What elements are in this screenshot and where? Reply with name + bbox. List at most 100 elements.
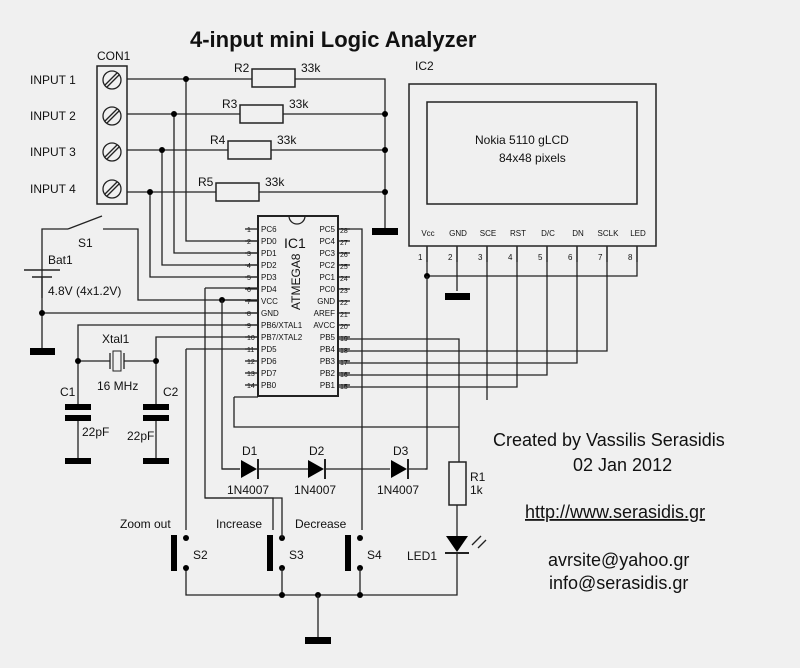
ic1-pin-number: 11 [247,347,254,354]
input-3-label: INPUT 3 [30,145,76,159]
ic1-pin-number: 23 [340,288,348,295]
ic1-pin-name: PD7 [261,369,277,378]
ic1-pin-number: 27 [340,240,348,247]
ic2-pin-number: 3 [478,253,483,262]
ground-symbol-icon [372,228,398,235]
lcd-line-2: 84x48 pixels [499,151,566,165]
ic1-pin-name: PB0 [261,381,277,390]
r4-ref: R4 [210,133,226,147]
r2-value: 33k [301,61,321,75]
ic1-pin-name: PC0 [319,285,335,294]
ic1-pin-name: PC2 [319,261,335,270]
xtal1-ref: Xtal1 [102,332,130,346]
led-icon [445,535,487,554]
button-s4[interactable] [345,535,363,571]
d2-value: 1N4007 [294,483,336,497]
ic1-pin-number: 22 [340,300,348,307]
schematic-title: 4-input mini Logic Analyzer [190,27,477,52]
input-4-label: INPUT 4 [30,182,76,196]
ground-symbol-icon [30,348,55,355]
screw-terminal-icon [102,142,122,162]
r5-ref: R5 [198,175,214,189]
ic1-pin-number: 9 [247,323,251,330]
ic1-pin-name: PB2 [320,369,336,378]
ic1-right-pins: 28PC527PC426PC325PC224PC123PC022GND21ARE… [313,225,350,391]
ic2-pin-name: SCLK [598,229,620,238]
ic2-pin-number: 5 [538,253,543,262]
s4-label: Decrease [295,517,347,531]
capacitor-c1-icon [65,404,91,464]
con1-screw-terminals [102,70,122,199]
ic1-pin-number: 8 [247,311,251,318]
input-2-label: INPUT 2 [30,109,76,123]
button-s2[interactable] [171,535,189,571]
r2-ref: R2 [234,61,250,75]
ic1-pin-number: 1 [247,227,251,234]
d1-value: 1N4007 [227,483,269,497]
con1-ref: CON1 [97,49,131,63]
ic1-pin-number: 3 [247,251,251,258]
s3-label: Increase [216,517,262,531]
ic1-pin-name: PB6/XTAL1 [261,321,303,330]
d3-ref: D3 [393,444,409,458]
ic2-ref: IC2 [415,59,434,73]
r3-ref: R3 [222,97,238,111]
s2-label: Zoom out [120,517,171,531]
ic1-pin-name: PD4 [261,285,277,294]
ic1-pin-name: PC1 [319,273,335,282]
ic1-pin-name: AVCC [313,321,335,330]
ic2-pin-name: D/C [541,229,555,238]
ic1-pin-name: PD5 [261,345,277,354]
con1-body [96,65,128,205]
xtal1-value: 16 MHz [97,379,138,393]
ic2-nokia-lcd: Nokia 5110 gLCD 84x48 pixels Vcc1GND2SCE… [408,83,657,262]
credit-email-2[interactable]: info@serasidis.gr [549,573,688,593]
credit-author: Created by Vassilis Serasidis [493,430,725,450]
resistor-r2 [251,68,296,88]
ic2-pin-name: LED [630,229,646,238]
s3-ref: S3 [289,548,304,562]
ic2-pin-name: SCE [480,229,496,238]
ic1-pin-name: PC6 [261,225,277,234]
ic1-pin-name: PB1 [320,381,336,390]
ic1-ref: IC1 [284,235,306,251]
s4-ref: S4 [367,548,382,562]
s2-ref: S2 [193,548,208,562]
button-s3[interactable] [267,535,285,571]
ic1-pin-name: GND [261,309,279,318]
screw-terminal-icon [102,70,122,90]
ic1-pin-name: PB3 [320,357,336,366]
ic1-pin-number: 6 [247,287,251,294]
ground-symbol-icon [445,293,470,300]
credit-email-1[interactable]: avrsite@yahoo.gr [548,550,689,570]
ic2-pin-number: 7 [598,253,603,262]
ic2-pin-number: 6 [568,253,573,262]
resistor-r1 [448,461,467,506]
credit-url-link[interactable]: http://www.serasidis.gr [525,502,705,522]
ic1-pin-number: 25 [340,264,348,271]
credit-date: 02 Jan 2012 [573,455,672,475]
ic2-pin-number: 1 [418,253,423,262]
s1-ref: S1 [78,236,93,250]
ic1-pin-name: PC4 [319,237,335,246]
d1-ref: D1 [242,444,258,458]
resistor-r3 [239,104,284,124]
ic1-pin-number: 4 [247,263,251,270]
input-wires [127,78,386,278]
bat1-ref: Bat1 [48,253,73,267]
diode-d3-icon [391,459,409,479]
resistor-r4 [227,140,272,160]
d2-ref: D2 [309,444,325,458]
ic1-pin-number: 21 [340,312,348,319]
ground-symbol-icon [305,637,331,644]
ic1-pin-name: PD1 [261,249,277,258]
ic1-pin-number: 24 [340,276,348,283]
ic1-pin-name: VCC [261,297,278,306]
ic1-part: ATMEGA8 [289,253,303,310]
ic1-pin-name: GND [317,297,335,306]
r1-ref: R1 [470,470,486,484]
screw-terminal-icon [102,106,122,126]
ic1-pin-number: 12 [247,359,255,366]
crystal-icon [109,350,125,372]
